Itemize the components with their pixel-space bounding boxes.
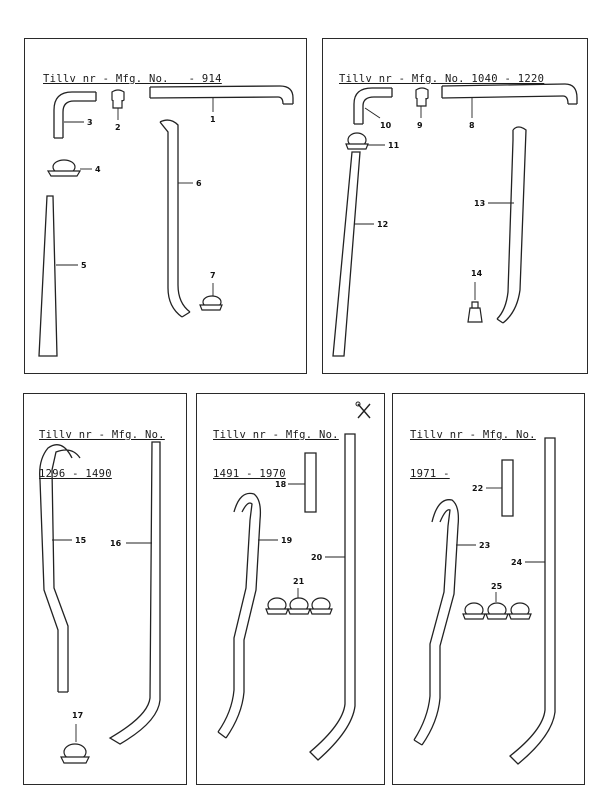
panel-title: Tillv nr - Mfg. No. - 914 [43, 47, 222, 112]
panel-title: Tillv nr - Mfg. No. 1296 - 1490 [39, 403, 165, 507]
panel-title: Tillv nr - Mfg. No. 1040 - 1220 [339, 47, 544, 112]
title-line: Tillv nr - Mfg. No. 1040 - 1220 [339, 73, 545, 85]
title-line: Tillv nr - Mfg. No. [213, 429, 339, 441]
panel-title: Tillv nr - Mfg. No. 1971 - [410, 403, 536, 507]
title-line: 1971 - [410, 468, 450, 480]
panel-mfg-1971: Tillv nr - Mfg. No. 1971 - [392, 393, 585, 785]
panel-title: Tillv nr - Mfg. No. 1491 - 1970 [213, 403, 339, 507]
panel-mfg-1040-1220: Tillv nr - Mfg. No. 1040 - 1220 [322, 38, 588, 374]
title-line: Tillv nr - Mfg. No. - 914 [43, 73, 222, 85]
title-line: 1296 - 1490 [39, 468, 112, 480]
panel-mfg-1491-1970: Tillv nr - Mfg. No. 1491 - 1970 [196, 393, 385, 785]
panel-mfg-914: Tillv nr - Mfg. No. - 914 [24, 38, 307, 374]
title-line: Tillv nr - Mfg. No. [39, 429, 165, 441]
title-line: Tillv nr - Mfg. No. [410, 429, 536, 441]
panel-mfg-1296-1490: Tillv nr - Mfg. No. 1296 - 1490 [23, 393, 187, 785]
title-line: 1491 - 1970 [213, 468, 286, 480]
